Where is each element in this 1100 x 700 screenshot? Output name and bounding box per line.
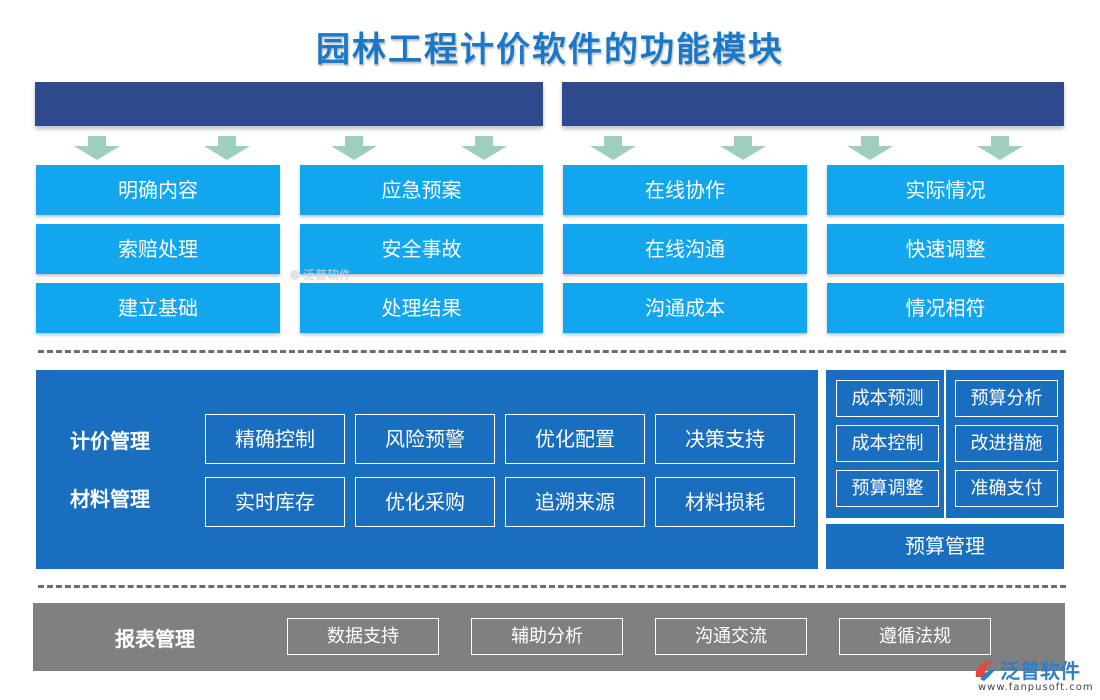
header-anquan: 安全管理 [383,11,460,33]
logo-url: www.fanpusoft.com [978,682,1094,693]
page-title: 园林工程计价软件的功能模块 [316,30,784,70]
budget-box: 成本控制 [836,425,939,462]
down-arrow-icon [204,136,250,160]
module-cell: 实际情况 [827,165,1064,215]
function-box: 精确控制 [205,414,345,464]
budget-box: 预算分析 [955,380,1058,417]
report-item: 沟通交流 [655,618,807,655]
module-cell: 安全事故 [300,224,543,274]
logo-name: 泛普软件 [1000,659,1080,683]
header-bar-left [35,82,543,126]
down-arrow-icon [847,136,893,160]
header-bar-right [562,82,1064,126]
function-box: 决策支持 [655,414,795,464]
down-arrow-icon [461,136,507,160]
header-xiezuo: 协作管理 [651,11,728,33]
watermark: 泛普软件 [290,266,351,283]
down-arrow-icon [977,136,1023,160]
module-cell: 在线协作 [563,165,807,215]
budget-box: 成本预测 [836,380,939,417]
function-box: 追溯来源 [505,477,645,527]
dashed-divider [38,350,1066,353]
brand-logo: 泛普软件 www.fanpusoft.com [972,655,1096,697]
module-cell: 快速调整 [827,224,1064,274]
function-box: 风险预警 [355,414,495,464]
report-label: 报表管理 [115,627,195,651]
header-qingdan: 清单管理 [117,11,194,33]
watermark-logo-icon [290,270,300,280]
budget-box: 准确支付 [955,470,1058,507]
down-arrow-icon [720,136,766,160]
budget-box: 改进措施 [955,425,1058,462]
module-cell: 在线沟通 [563,224,807,274]
header-tiaozheng: 调整管理 [896,11,973,33]
pricing-material-panel [36,370,818,569]
report-item: 辅助分析 [471,618,623,655]
function-box: 优化配置 [505,414,645,464]
function-box: 实时库存 [205,477,345,527]
report-item: 遵循法规 [839,618,991,655]
module-cell: 建立基础 [36,283,280,333]
report-bar [33,603,1065,671]
budget-box: 预算调整 [836,470,939,507]
function-box: 优化采购 [355,477,495,527]
down-arrow-icon [590,136,636,160]
module-cell: 应急预案 [300,165,543,215]
budget-panel-right [946,370,1064,518]
module-cell: 情况相符 [827,283,1064,333]
module-cell: 沟通成本 [563,283,807,333]
module-cell: 明确内容 [36,165,280,215]
report-item: 数据支持 [287,618,439,655]
budget-panel-left [826,370,944,518]
dashed-divider [38,585,1066,588]
down-arrow-icon [74,136,120,160]
budget-management-label: 预算管理 [826,524,1064,569]
down-arrow-icon [331,136,377,160]
label-cailiao: 材料管理 [70,487,150,511]
function-box: 材料损耗 [655,477,795,527]
fanpu-logo-icon [975,660,996,681]
module-cell: 索赔处理 [36,224,280,274]
module-cell: 处理结果 [300,283,543,333]
label-jijia: 计价管理 [70,429,150,453]
watermark-text: 泛普软件 [303,268,352,282]
